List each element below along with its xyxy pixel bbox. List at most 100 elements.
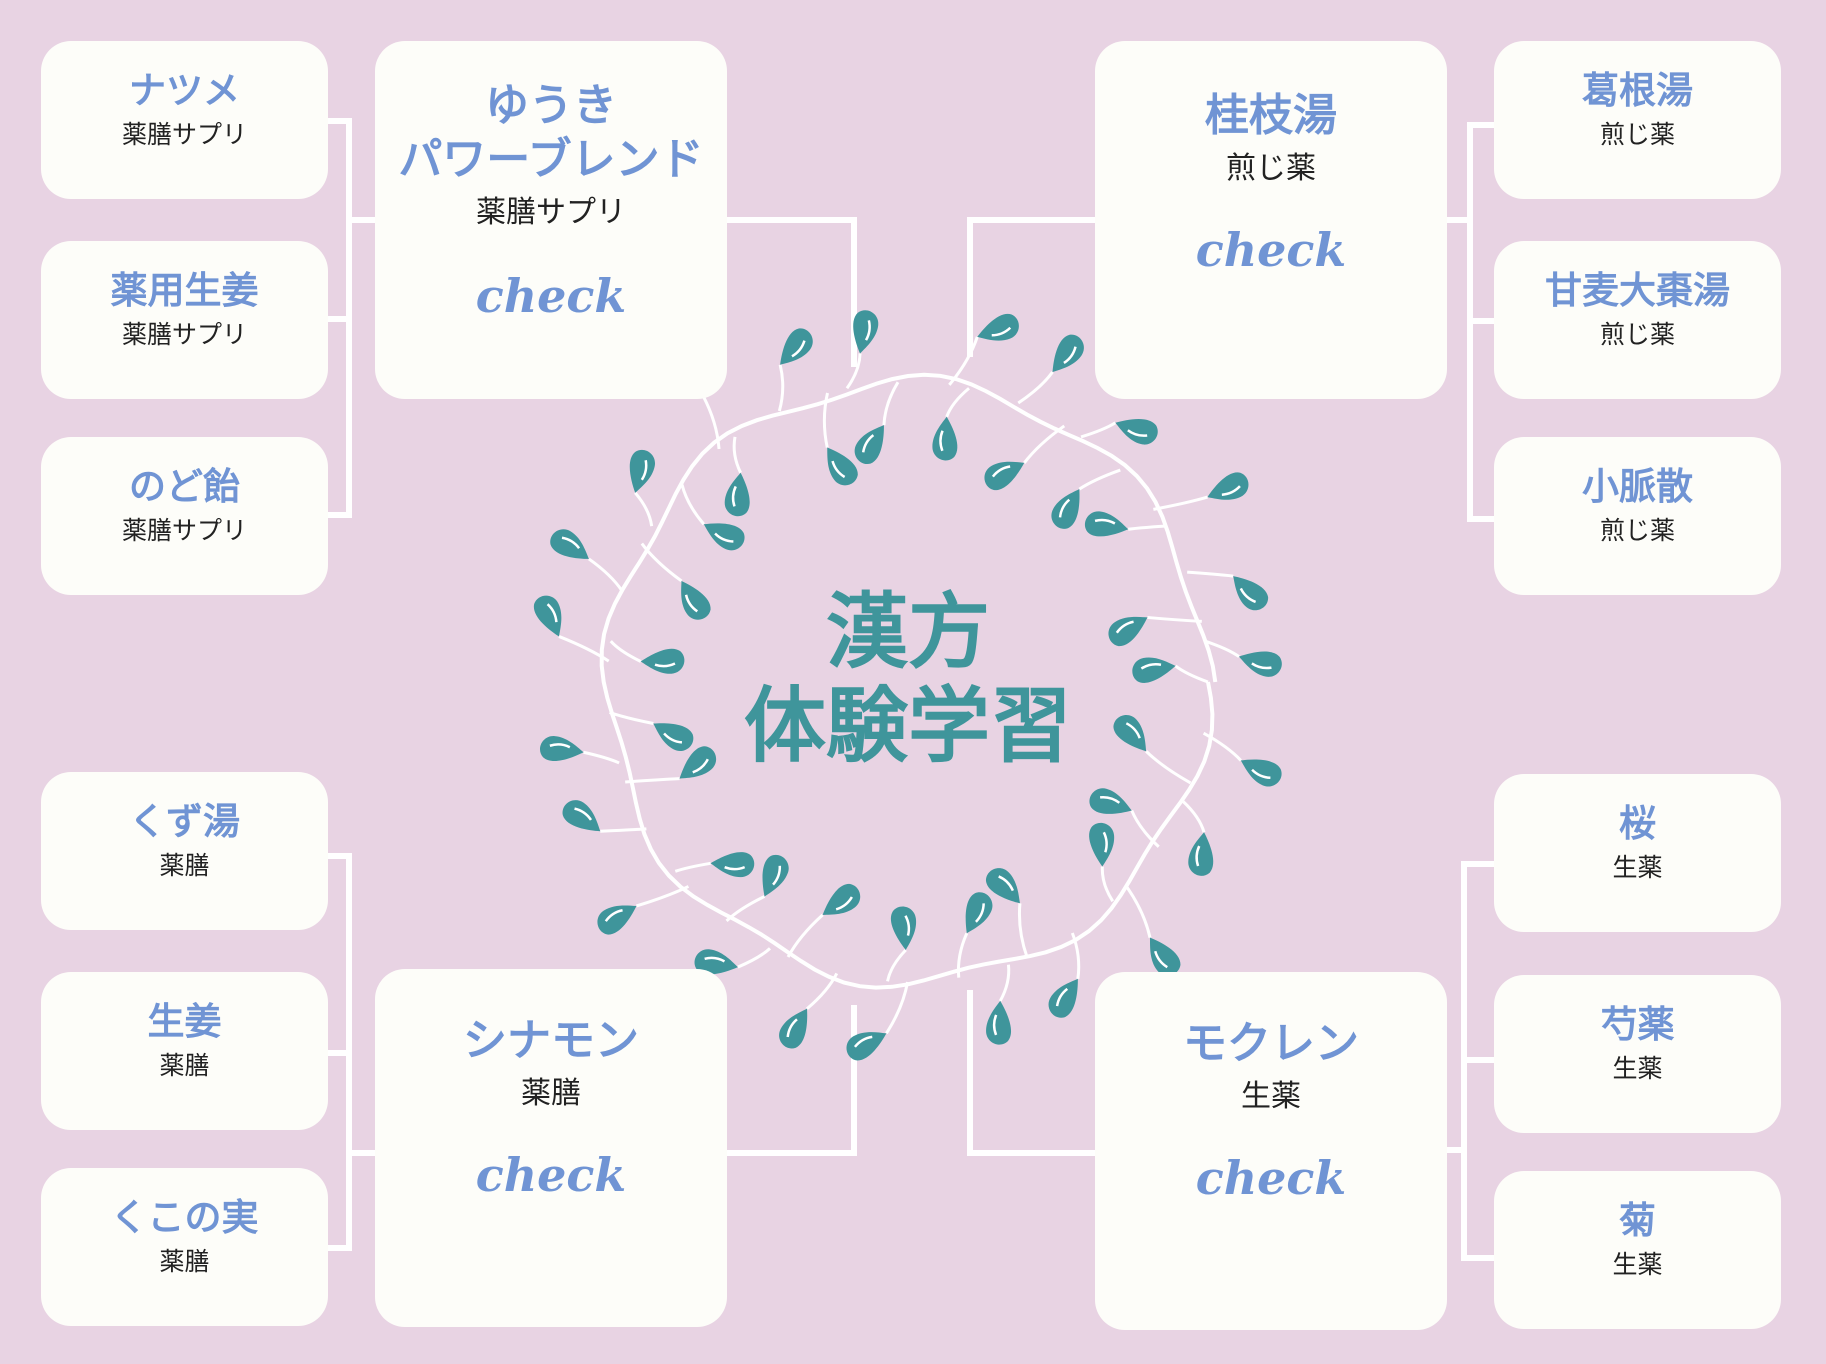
herb-name: のど飴 [129, 465, 240, 508]
herb-category: 生薬 [1612, 1250, 1663, 1279]
leaf-icon [985, 868, 1020, 904]
wreath-branch [1125, 886, 1152, 938]
connector [727, 217, 857, 223]
wreath-branch [948, 336, 979, 386]
herb-card-kanbakutaisoto[interactable]: 甘麦大棗湯 煎じ薬 [1494, 241, 1781, 399]
wreath-branch [600, 827, 647, 833]
leaf-highlight [998, 875, 1014, 892]
leaf-highlight [939, 430, 944, 452]
leaf-icon [822, 883, 861, 915]
connector [967, 1150, 1095, 1156]
leaf-highlight [791, 340, 806, 358]
wreath-branch [583, 750, 620, 765]
wreath-branch [1145, 750, 1192, 785]
leaf-highlight [684, 594, 699, 613]
connector [328, 316, 352, 322]
check-link[interactable]: check [1195, 223, 1347, 277]
leaf-highlight [1102, 831, 1108, 853]
leaf-icon [653, 723, 694, 751]
leaf-highlight [704, 956, 726, 963]
main-card-mokuren[interactable]: モクレン 生薬 check [1095, 972, 1447, 1330]
wreath-branch [886, 948, 907, 982]
connector [967, 990, 973, 1156]
herb-card-throat-candy[interactable]: のど飴 薬膳サプリ [41, 437, 328, 595]
herb-card-sakura[interactable]: 桜 生薬 [1494, 774, 1781, 932]
leaf-icon [724, 472, 750, 517]
leaf-icon [1089, 788, 1132, 814]
leaf-icon [780, 328, 813, 365]
leaf-highlight [724, 865, 746, 871]
wreath-branch [1153, 495, 1208, 511]
leaf-icon [1089, 822, 1115, 867]
connector [851, 1005, 857, 1156]
check-link[interactable]: check [475, 1148, 627, 1202]
wreath-branch [636, 885, 690, 908]
wreath-branch [1078, 468, 1121, 491]
leaf-icon [827, 447, 858, 486]
herb-card-kiku[interactable]: 菊 生薬 [1494, 1171, 1781, 1329]
connector [328, 118, 352, 124]
connector [328, 1245, 352, 1251]
leaf-highlight [549, 743, 571, 749]
leaf-icon [694, 949, 738, 975]
wreath-branch [882, 381, 900, 426]
herb-card-medicinal-ginger[interactable]: 薬用生姜 薬膳サプリ [41, 241, 328, 399]
leaf-icon [1239, 651, 1282, 677]
leaf-icon [1149, 937, 1181, 976]
wreath-stem [599, 372, 1218, 990]
main-name: 桂枝湯 [1205, 90, 1337, 141]
leaf-highlight [1251, 662, 1272, 670]
leaf-highlight [835, 896, 853, 911]
herb-card-goji[interactable]: くこの実 薬膳 [41, 1168, 328, 1326]
wreath-branch [1128, 524, 1165, 531]
wreath-branch [806, 972, 839, 1010]
leaf-icon [710, 852, 755, 878]
main-card-keishito[interactable]: 桂枝湯 煎じ薬 check [1095, 41, 1447, 399]
herb-category: 生薬 [1612, 1054, 1663, 1083]
leaf-highlight [861, 434, 875, 453]
leaf-highlight [546, 603, 558, 623]
leaf-highlight [975, 903, 985, 923]
herb-card-shakuyaku[interactable]: 芍薬 生薬 [1494, 975, 1781, 1133]
wreath-branch [786, 913, 824, 958]
check-link[interactable]: check [475, 269, 627, 323]
connector [1467, 516, 1494, 522]
leaf-highlight [853, 1035, 873, 1048]
leaf-highlight [714, 532, 734, 543]
leaf-icon [1048, 978, 1078, 1018]
herb-card-ginger[interactable]: 生姜 薬膳 [41, 972, 328, 1130]
wreath-branch [845, 353, 862, 390]
leaf-highlight [640, 459, 648, 481]
leaf-icon [534, 595, 562, 637]
main-card-yuuki-power-blend[interactable]: ゆうき パワーブレンド 薬膳サプリ check [375, 41, 727, 399]
wreath-branch [732, 436, 742, 474]
herb-category: 薬膳サプリ [121, 516, 247, 545]
herb-category: 煎じ薬 [1599, 120, 1675, 149]
wreath-branch [680, 484, 705, 526]
herb-card-kakkonto[interactable]: 葛根湯 煎じ薬 [1494, 41, 1781, 199]
check-link[interactable]: check [1195, 1151, 1347, 1205]
connector [1467, 122, 1494, 128]
leaf-highlight [1115, 620, 1134, 634]
leaf-icon [932, 416, 958, 461]
leaf-highlight [904, 915, 911, 936]
leaf-icon [629, 449, 655, 493]
wreath-branch [885, 981, 910, 1035]
leaf-icon [1207, 472, 1249, 500]
connector [328, 1050, 352, 1056]
wreath-branch [588, 557, 624, 592]
leaf-icon [890, 906, 917, 950]
main-name: シナモン [463, 1015, 639, 1066]
main-card-cinnamon[interactable]: シナモン 薬膳 check [375, 969, 727, 1327]
leaf-highlight [1195, 845, 1201, 867]
leaf-icon [540, 736, 584, 761]
leaf-highlight [731, 485, 737, 507]
wreath-branch [1182, 800, 1206, 833]
herb-card-natsume[interactable]: ナツメ 薬膳サプリ [41, 41, 328, 199]
herb-card-shomyakusan[interactable]: 小脈散 煎じ薬 [1494, 437, 1781, 595]
main-category: 生薬 [1241, 1079, 1301, 1114]
herb-card-kuzuyu[interactable]: くず湯 薬膳 [41, 772, 328, 930]
leaf-icon [681, 580, 711, 620]
main-name-line-2: パワーブレンド [398, 134, 704, 185]
